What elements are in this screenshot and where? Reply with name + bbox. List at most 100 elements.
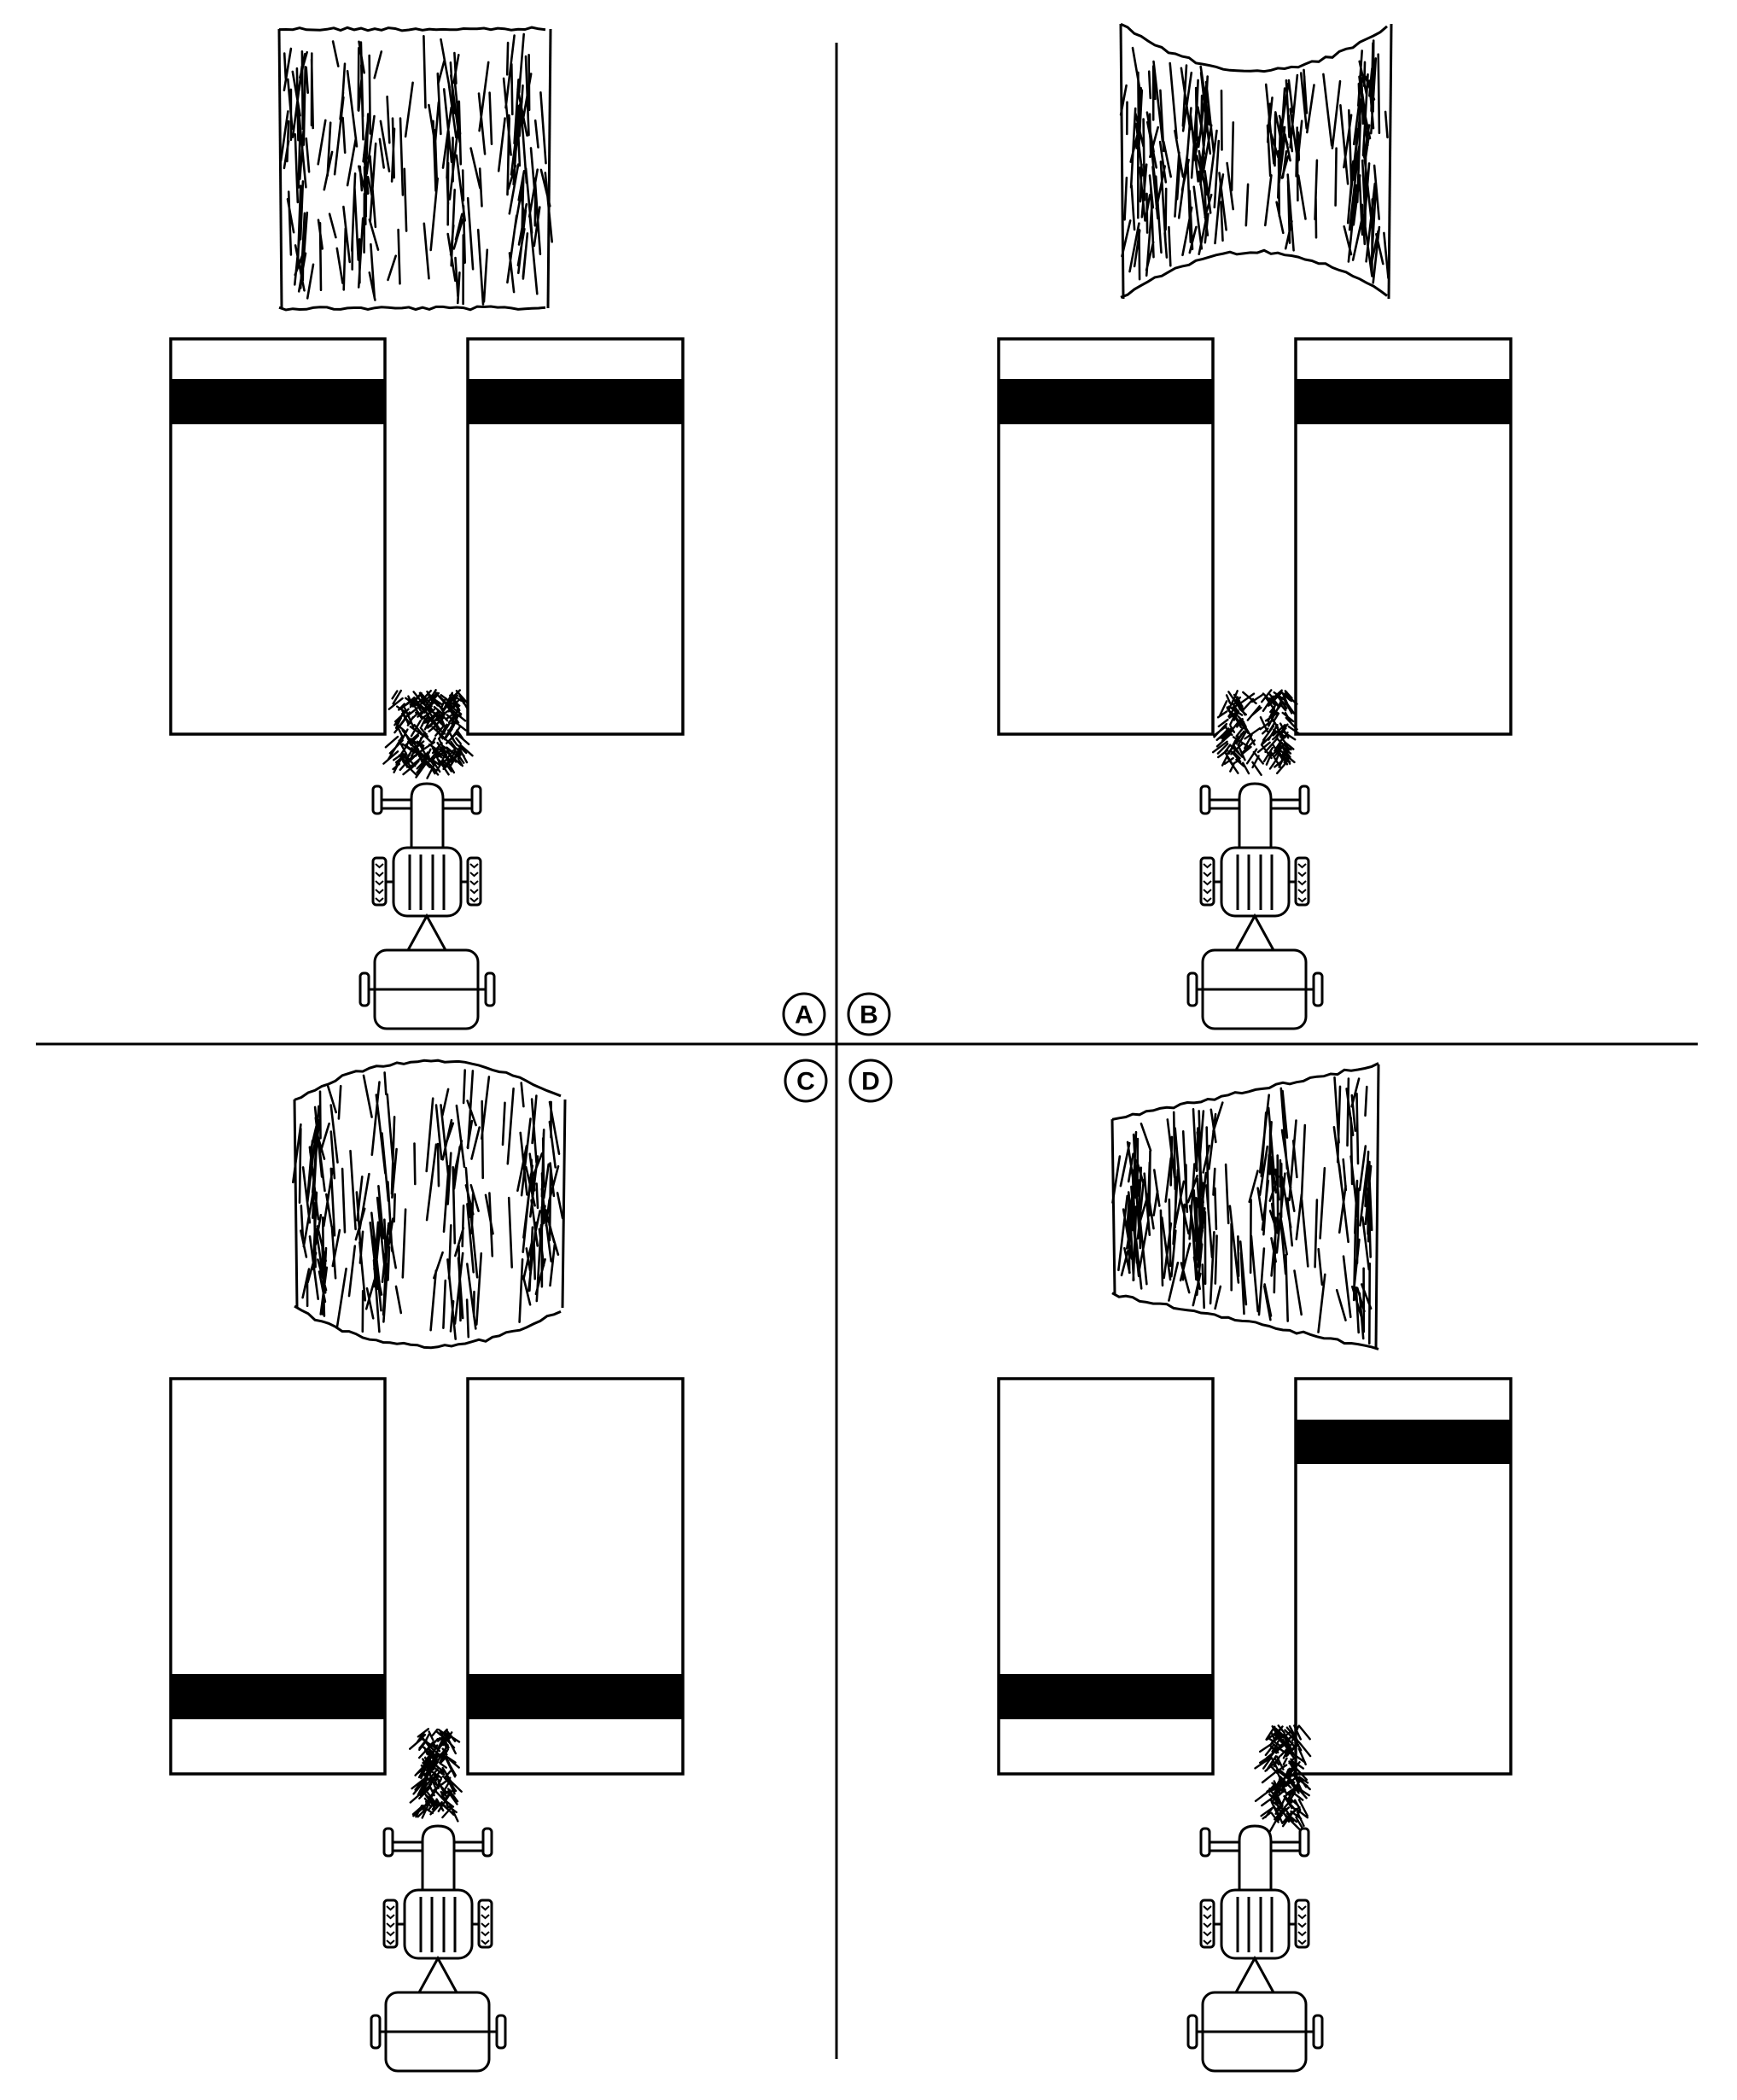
panel-label-a: A (782, 992, 826, 1036)
rear-left-tire-icon (1199, 1899, 1215, 1949)
tractor-baler-icon (1186, 782, 1324, 1030)
panel-a: A (169, 26, 826, 1036)
windrow-even-icon (382, 689, 474, 779)
left-fill-band (999, 379, 1213, 424)
bale-chamber-indicators (169, 337, 685, 736)
bale-square-icon (277, 26, 553, 312)
cab-slats (408, 855, 446, 910)
front-right-wheel-icon (1298, 785, 1310, 815)
panel-label-c: C (784, 1059, 828, 1103)
label-circle (847, 992, 891, 1036)
baler-right-wheel-icon (1312, 2014, 1324, 2050)
baler-left-wheel-icon (1186, 971, 1198, 1007)
baler-right-wheel-icon (1312, 971, 1324, 1007)
baler-left-wheel-icon (1186, 2014, 1198, 2050)
left-fill-band (171, 379, 385, 424)
rear-left-tire-icon (371, 856, 388, 907)
windrow-strokes (409, 1728, 463, 1823)
straw-strokes (1111, 1076, 1373, 1345)
bale-right-edge (561, 1099, 567, 1309)
bale-top-edge (294, 1059, 562, 1101)
bale-bottom-edge (294, 1304, 562, 1350)
windrow-strokes (1254, 1724, 1312, 1835)
bale-top-edge (1120, 22, 1388, 73)
panel-d: D (848, 1059, 1513, 2073)
bale-left-edge (293, 1099, 299, 1309)
tractor-hood (1238, 1824, 1273, 1890)
bale-tapered-icon (1110, 1062, 1380, 1350)
label-letter: D (861, 1068, 880, 1096)
tractor-cab (1220, 846, 1291, 918)
label-circle (782, 992, 826, 1036)
bale-top-edge (278, 26, 546, 32)
panel-label-d: D (848, 1059, 893, 1103)
panel-c: C (169, 1059, 828, 2073)
bale-chamber-indicators (169, 1377, 685, 1776)
label-letter: B (860, 1001, 878, 1030)
rear-left-tire-icon (1199, 856, 1215, 907)
tractor-assembly (358, 782, 496, 1030)
straw-strokes (279, 32, 553, 306)
label-circle (784, 1059, 828, 1103)
straw-strokes (292, 1069, 564, 1340)
rear-right-tire-icon (1294, 856, 1310, 907)
cab-slats (419, 1897, 457, 1952)
tractor-baler-icon (1186, 1824, 1324, 2073)
bale-chamber-indicators (997, 1377, 1513, 1776)
front-right-wheel-icon (481, 1827, 493, 1858)
front-left-wheel-icon (371, 785, 383, 815)
bale-left-edge (277, 28, 283, 309)
left-fill-band (171, 1674, 385, 1719)
hitch-drawbar (1234, 1955, 1275, 1993)
tractor-hood (1238, 782, 1273, 848)
right-fill-band (468, 1674, 683, 1719)
straw-strokes (1119, 39, 1390, 284)
bale-barrel-icon (292, 1059, 567, 1350)
windrow-narrow-icon (409, 1728, 463, 1823)
hitch-drawbar (417, 1955, 458, 1993)
tractor-assembly (370, 1824, 507, 2073)
bale-right-edge (1387, 23, 1393, 300)
cab-slats (1236, 1897, 1274, 1952)
windrow-strokes (1211, 689, 1300, 776)
bale-bottom-edge (1111, 1292, 1379, 1350)
tractor-baler-icon (370, 1824, 507, 2073)
tractor-cab (392, 846, 463, 918)
tractor-cab (1220, 1888, 1291, 1960)
label-letter: C (796, 1068, 815, 1096)
bale-right-edge (546, 28, 552, 309)
front-right-wheel-icon (470, 785, 482, 815)
label-letter: A (795, 1001, 813, 1030)
bale-left-edge (1110, 1119, 1116, 1294)
baler-left-wheel-icon (358, 971, 370, 1007)
hitch-drawbar (1234, 913, 1275, 951)
rear-right-tire-icon (1294, 1899, 1310, 1949)
tire-tread (1203, 863, 1307, 903)
tractor-hood (421, 1824, 456, 1890)
bale-top-edge (1111, 1062, 1379, 1121)
windrow-offset-icon (1254, 1724, 1312, 1835)
front-left-wheel-icon (1199, 785, 1211, 815)
tire-tread (386, 1905, 490, 1945)
bale-left-edge (1119, 23, 1125, 300)
right-fill-band (1296, 379, 1511, 424)
cab-slats (1236, 855, 1274, 910)
quadrant-dividers (36, 43, 1698, 2059)
bale-right-edge (1374, 1064, 1380, 1350)
tractor-cab (403, 1888, 474, 1960)
tractor-assembly (1186, 1824, 1324, 2073)
front-left-wheel-icon (1199, 1827, 1211, 1858)
tractor-assembly (1186, 782, 1324, 1030)
front-left-wheel-icon (382, 1827, 394, 1858)
right-fill-band (468, 379, 683, 424)
rear-left-tire-icon (382, 1899, 399, 1949)
baler-right-wheel-icon (484, 971, 496, 1007)
bale-chamber-indicators (997, 337, 1513, 736)
baler-right-wheel-icon (495, 2014, 507, 2050)
panel-label-b: B (847, 992, 891, 1036)
rear-right-tire-icon (477, 1899, 493, 1949)
rear-right-tire-icon (466, 856, 482, 907)
front-right-wheel-icon (1298, 1827, 1310, 1858)
windrow-strokes (382, 689, 474, 779)
